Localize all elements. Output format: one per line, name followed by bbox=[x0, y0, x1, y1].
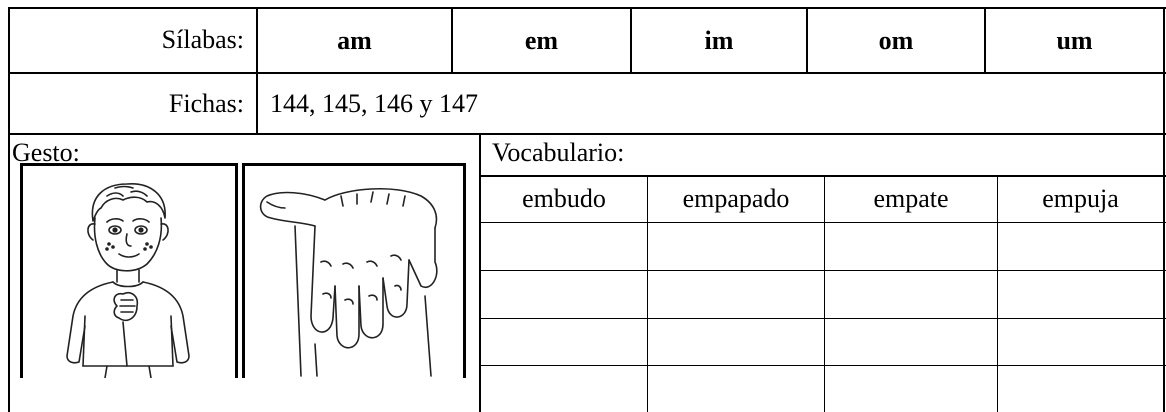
col-sep-em bbox=[630, 7, 632, 74]
fichas-label: Fichas: bbox=[168, 89, 244, 118]
vocab-row-line-2 bbox=[479, 270, 1166, 271]
fichas-value: 144, 145, 146 y 147 bbox=[270, 89, 478, 118]
hand-illustration-icon bbox=[259, 188, 438, 377]
vocab-col-line-3 bbox=[997, 175, 998, 412]
frame-left bbox=[8, 7, 10, 412]
vocab-row-line-4 bbox=[479, 365, 1166, 366]
syllables-label: Sílabas: bbox=[161, 25, 244, 54]
vocab-col-line-2 bbox=[824, 175, 825, 412]
syllable-um: um bbox=[1056, 26, 1093, 55]
vocab-word-empate: empate bbox=[873, 184, 949, 213]
frame-top bbox=[8, 7, 1166, 9]
frame-right bbox=[1163, 7, 1165, 412]
gesture-vocab-divider bbox=[479, 133, 481, 412]
vocab-word-empuja: empuja bbox=[1042, 184, 1119, 213]
hand-gesture-picture bbox=[242, 163, 466, 378]
vocab-row-line-3 bbox=[479, 318, 1166, 319]
vocab-col-line-1 bbox=[647, 175, 648, 412]
syllable-om: om bbox=[878, 26, 914, 55]
syllable-em: em bbox=[524, 26, 559, 55]
row-sep-1 bbox=[8, 72, 1166, 74]
vocab-word-empapado: empapado bbox=[682, 184, 790, 213]
syllable-am: am bbox=[337, 26, 372, 55]
vocab-row-line-1 bbox=[479, 222, 1166, 223]
col-sep-om bbox=[984, 7, 986, 74]
vocabulary-label: Vocabulario: bbox=[492, 138, 625, 167]
col-sep-am bbox=[451, 7, 453, 74]
gesture-label: Gesto: bbox=[12, 138, 80, 167]
row-sep-2 bbox=[8, 133, 1166, 135]
vocab-row-line-0 bbox=[479, 175, 1166, 177]
boy-illustration-icon bbox=[66, 183, 190, 378]
vocab-word-embudo: embudo bbox=[522, 184, 606, 213]
col-sep-im bbox=[806, 7, 808, 74]
syllable-im: im bbox=[704, 26, 734, 55]
col-sep-label bbox=[256, 7, 258, 135]
boy-gesture-picture bbox=[20, 163, 238, 378]
